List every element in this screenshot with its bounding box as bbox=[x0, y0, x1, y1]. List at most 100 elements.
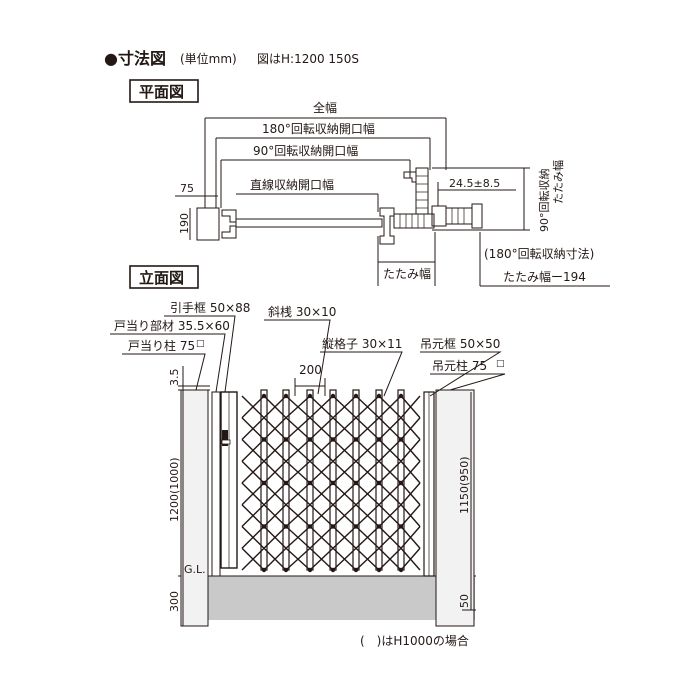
gl-label: G.L. bbox=[184, 563, 206, 576]
pivot-rivet bbox=[330, 393, 336, 399]
pivot-rivet bbox=[353, 437, 359, 442]
lattice-leader bbox=[320, 351, 403, 397]
handle-lock bbox=[222, 430, 228, 446]
slant-bar bbox=[241, 547, 265, 571]
slant-bar bbox=[378, 504, 402, 527]
hanging-post-square: □ bbox=[496, 359, 505, 369]
plan-rot180-bracket bbox=[471, 203, 483, 229]
pivot-rivet bbox=[353, 393, 359, 399]
plan-section-label: 平面図 bbox=[139, 83, 184, 101]
slant-bar bbox=[400, 417, 421, 440]
pivot-rivet bbox=[353, 480, 359, 486]
slant-bar bbox=[378, 526, 402, 549]
slant-bar bbox=[378, 547, 402, 571]
height-right: 1150(950) bbox=[458, 456, 471, 514]
slant-bar bbox=[285, 417, 311, 441]
slant-bar bbox=[263, 395, 287, 419]
pivot-rivet bbox=[398, 524, 404, 529]
slant-bar bbox=[400, 460, 421, 484]
rot90-opening-label: 90°回転収納開口幅 bbox=[253, 143, 358, 158]
slant-bar bbox=[378, 417, 402, 440]
stop-post-label: 戸当り柱 75 bbox=[128, 338, 195, 353]
plan-rot90-bracket bbox=[403, 171, 417, 183]
slant-bar bbox=[263, 526, 287, 549]
stop-member-label: 戸当り部材 35.5×60 bbox=[114, 318, 230, 333]
pivot-rivet bbox=[283, 524, 289, 529]
handle-frame-leader bbox=[164, 315, 236, 393]
pivot-rivet bbox=[398, 393, 404, 399]
pitch-label: 200 bbox=[299, 363, 322, 377]
expanding-lattice bbox=[241, 389, 421, 573]
slant-bar bbox=[309, 460, 334, 484]
slant-bar bbox=[241, 526, 265, 549]
pivot-rivet bbox=[376, 480, 382, 486]
dim-3-5: 3.5 bbox=[168, 369, 181, 387]
slant-bar bbox=[263, 547, 287, 571]
pivot-rivet bbox=[398, 437, 404, 442]
slant-bar bbox=[332, 547, 357, 571]
slant-bar bbox=[400, 547, 421, 571]
slant-bar bbox=[355, 525, 380, 549]
pivot-rivet bbox=[261, 480, 267, 486]
pivot-rivet bbox=[330, 567, 336, 573]
plan-fold-minus: たたみ幅ー194 bbox=[503, 269, 586, 284]
hanging-post-label: 吊元柱 75 bbox=[432, 358, 487, 373]
elevation-view: 立面図 200 引手框 50×88 戸当り部材 35.5×60 bbox=[110, 265, 506, 648]
slant-bar bbox=[332, 417, 357, 441]
pivot-rivet bbox=[307, 393, 313, 399]
slant-bar bbox=[285, 395, 311, 419]
pivot-rivet bbox=[283, 393, 289, 399]
pivot-rivet bbox=[398, 567, 404, 573]
slant-bar bbox=[400, 526, 421, 549]
pivot-rivet bbox=[283, 437, 289, 442]
plan-folded-stack bbox=[393, 213, 435, 229]
slant-bar bbox=[241, 482, 265, 506]
slant-bar bbox=[241, 417, 265, 440]
plan-stop-bracket-bottom bbox=[221, 225, 237, 239]
slant-bar bbox=[309, 438, 334, 462]
stop-member bbox=[211, 391, 221, 577]
slant-bar bbox=[241, 439, 265, 462]
stop-post bbox=[180, 389, 209, 627]
plan-view: 平面図 全幅 180°回転収納開口幅 90°回転収納開口幅 直線収納開口幅 bbox=[129, 79, 610, 287]
plan-rot90-fold-line1: 90°回転収納 bbox=[538, 169, 551, 233]
slant-bar bbox=[309, 482, 334, 506]
slant-bar bbox=[378, 439, 402, 462]
pivot-rivet bbox=[376, 393, 382, 399]
slant-bar bbox=[378, 395, 402, 419]
slant-bar bbox=[355, 504, 380, 528]
figure-note: 図はH:1200 150S bbox=[257, 52, 359, 66]
footnote: ( )はH1000の場合 bbox=[360, 633, 469, 648]
plan-stop-post bbox=[196, 207, 220, 241]
pivot-rivet bbox=[283, 567, 289, 573]
pivot-rivet bbox=[376, 567, 382, 573]
full-width-label: 全幅 bbox=[313, 100, 337, 115]
pivot-rivet bbox=[330, 524, 336, 529]
plan-dim-75: 75 bbox=[180, 182, 194, 195]
slant-bar bbox=[285, 482, 311, 506]
stop-post-leader bbox=[122, 353, 206, 391]
slant-bar-leader bbox=[264, 319, 331, 395]
slant-bar bbox=[263, 482, 287, 506]
embed-50: 50 bbox=[458, 594, 471, 608]
plan-rot180-note: (180°回転収納寸法) bbox=[484, 247, 594, 261]
slant-bar bbox=[400, 395, 421, 419]
slant-bar bbox=[355, 395, 380, 419]
slant-bar bbox=[309, 417, 334, 441]
pivot-rivet bbox=[330, 480, 336, 486]
rot180-opening-label: 180°回転収納開口幅 bbox=[262, 121, 375, 136]
slant-bar bbox=[332, 438, 357, 462]
pivot-rivet bbox=[376, 437, 382, 442]
hanging-frame-leader bbox=[420, 351, 502, 397]
slant-bar bbox=[355, 417, 380, 441]
slant-bar bbox=[400, 439, 421, 462]
slant-bar bbox=[285, 547, 311, 571]
slant-bar bbox=[332, 460, 357, 484]
slant-bar bbox=[309, 547, 334, 571]
pivot-rivet bbox=[261, 567, 267, 573]
slant-bar bbox=[355, 547, 380, 571]
unit-note: (単位mm) bbox=[180, 51, 237, 66]
rot180-opening-dimension: 180°回転収納開口幅 bbox=[215, 121, 431, 208]
plan-stop-bracket-top bbox=[221, 209, 237, 223]
